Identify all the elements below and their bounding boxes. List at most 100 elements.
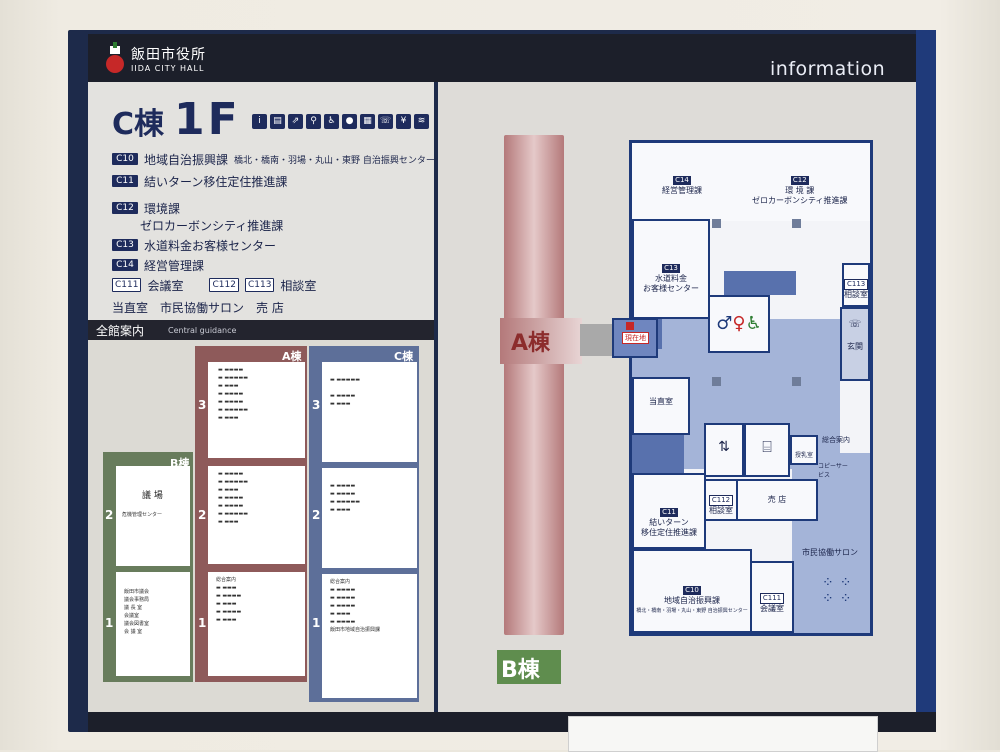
guide-b-item: 議会図書室 bbox=[124, 621, 150, 627]
pillar bbox=[712, 219, 721, 228]
dept-row-c13: C13 水道料金お客様センター bbox=[112, 234, 435, 256]
room-code: C14 bbox=[112, 259, 138, 271]
building-name: C棟 bbox=[112, 107, 165, 142]
stairs-icon: ▤ bbox=[270, 114, 285, 129]
a-building-tab bbox=[500, 318, 582, 364]
dept-row-c12-sub: ゼロカーボンシティ推進課 bbox=[112, 216, 435, 234]
room-name: 経営管理課 bbox=[662, 186, 702, 195]
logo-title: 飯田市役所 bbox=[131, 47, 206, 63]
room-c11: C11 結いターン 移住定住推進課 bbox=[632, 473, 706, 549]
guide-title: 全館案内 bbox=[96, 324, 145, 338]
room-name: 結いターン bbox=[649, 518, 689, 527]
header-bar bbox=[88, 34, 916, 82]
room-code: C113 bbox=[844, 279, 869, 290]
room-name: 相談室 bbox=[280, 278, 317, 293]
room-c113: C113 相談室 bbox=[842, 263, 870, 307]
guide-c-floor2: ▬ ▬▬▬▬▬ ▬▬▬▬▬ ▬▬▬▬▬▬ ▬▬▬ bbox=[322, 468, 417, 568]
room-code: C12 bbox=[112, 202, 138, 214]
logo-subtitle: IIDA CITY HALL bbox=[131, 64, 205, 73]
b-building-label: B棟 bbox=[501, 658, 540, 683]
guide-label-c: C棟 bbox=[394, 350, 414, 363]
room-c112: C112 相談室 bbox=[704, 479, 738, 521]
facility-icons: i ▤ ⇗ ⚲ ♿ ● ▦ ☏ ¥ ≋ bbox=[252, 114, 429, 129]
dept-name: 結いターン移住定住推進課 bbox=[144, 174, 288, 189]
dept-row-c11: C11 結いターン移住定住推進課 bbox=[112, 170, 435, 192]
guide-header-bar bbox=[88, 320, 434, 340]
guide-floor-num: 2 bbox=[105, 508, 114, 522]
misc-shop: 売 店 bbox=[256, 300, 284, 315]
dept-name: ゼロカーボンシティ推進課 bbox=[140, 218, 284, 233]
c-building-floor-plan: C14 経営管理課 C12 環 境 課 ゼロカーボンシティ推進課 C13 水道料… bbox=[629, 140, 873, 636]
dept-row-c14: C14 経営管理課 bbox=[112, 256, 435, 274]
a-building-label: A棟 bbox=[511, 331, 551, 356]
restroom-icon: ⚲ bbox=[306, 114, 321, 129]
phone-icon: ☏ bbox=[378, 114, 393, 129]
dept-name: 経営管理課 bbox=[144, 258, 205, 273]
elevator-lobby bbox=[724, 271, 796, 295]
room-name: 当直室 bbox=[649, 397, 673, 406]
nursing-room-icon: ● bbox=[342, 114, 357, 129]
room-code: C11 bbox=[112, 175, 138, 187]
guide-c-floor3: ▬ ▬▬▬▬▬▬ ▬▬▬▬▬ ▬▬▬ bbox=[322, 362, 417, 462]
room-name: 相談室 bbox=[844, 290, 868, 299]
city-logo-icon bbox=[106, 42, 124, 73]
room-name: 相談室 bbox=[709, 506, 733, 515]
room-c14-c12: C14 経営管理課 C12 環 境 課 ゼロカーボンシティ推進課 bbox=[632, 143, 870, 221]
salon-seating-icon: ⁘⁘⁘⁘ bbox=[822, 575, 858, 607]
guide-b-item: 議 長 室 bbox=[124, 605, 143, 611]
guide-floor-num: 2 bbox=[198, 508, 207, 522]
guide-floor-num: 1 bbox=[105, 616, 114, 630]
room-name: 授乳室 bbox=[794, 452, 813, 459]
info-desk-label: 総合案内 bbox=[822, 436, 850, 444]
wifi-icon: ≋ bbox=[414, 114, 429, 129]
guide-b-floor2: 議 場 危機管理センター bbox=[116, 466, 190, 566]
women-restroom-icon: ♀ bbox=[732, 313, 746, 334]
info-icon: i bbox=[252, 114, 267, 129]
phone-icon: ☏ bbox=[848, 319, 862, 330]
sign-side-strip bbox=[916, 30, 936, 732]
salon-label: 市民協働サロン bbox=[802, 548, 858, 557]
guide-a-floor2: ▬ ▬▬▬▬▬ ▬▬▬▬▬▬ ▬▬▬▬ ▬▬▬▬▬ ▬▬▬▬▬ ▬▬▬▬▬▬ ▬… bbox=[208, 466, 305, 564]
room-name: 環 境 課 bbox=[785, 186, 815, 195]
room-code: C10 bbox=[683, 586, 701, 595]
room-code: C11 bbox=[660, 508, 678, 517]
guide-c-info: 総合案内 bbox=[330, 579, 351, 585]
guide-a-floor1: 総合案内▬ ▬▬▬▬ ▬▬▬▬▬ ▬▬▬▬ ▬▬▬▬▬ ▬▬▬ bbox=[208, 572, 305, 676]
copy-service-icon: ▦ bbox=[360, 114, 375, 129]
copy-service-label: コピーサービス bbox=[818, 463, 848, 479]
room-name: 会議室 bbox=[147, 278, 184, 293]
room-code: C113 bbox=[244, 278, 275, 292]
room-code: C111 bbox=[112, 278, 142, 292]
room-name: 移住定住推進課 bbox=[641, 528, 697, 537]
pillar bbox=[792, 377, 801, 386]
guide-floor-num: 3 bbox=[312, 398, 321, 412]
pillar bbox=[792, 219, 801, 228]
guide-a-info: 総合案内 bbox=[216, 577, 237, 583]
dept-sub: 橋北・橋南・羽場・丸山・東野 自治振興センター bbox=[234, 155, 435, 166]
guide-b-center: 危機管理センター bbox=[122, 512, 163, 518]
misc-duty: 当直室 bbox=[112, 300, 149, 315]
guide-b-floor1: 飯田市議会 議会事務局 議 長 室 会議室 議会図書室 会 議 室 bbox=[116, 572, 190, 676]
accessible-restroom-icon: ♿ bbox=[745, 313, 762, 334]
dept-row-c12: C12 環境課 bbox=[112, 200, 435, 216]
room-code: C13 bbox=[662, 264, 680, 273]
guide-label-a: A棟 bbox=[282, 350, 302, 363]
room-code: C10 bbox=[112, 153, 138, 165]
dept-name: 地域自治振興課 bbox=[144, 152, 229, 167]
room-name: ゼロカーボンシティ推進課 bbox=[752, 196, 848, 205]
a-building-corridor bbox=[504, 135, 564, 635]
guide-floor-num: 1 bbox=[198, 616, 207, 630]
b-building-tab bbox=[497, 650, 561, 684]
guide-floor-num: 3 bbox=[198, 398, 207, 412]
entrance-label: 玄関 bbox=[847, 342, 863, 351]
paper-notice bbox=[568, 716, 878, 752]
misc-row: 当直室 市民協働サロン 売 店 bbox=[112, 296, 435, 318]
guide-b-item: 会 議 室 bbox=[124, 629, 143, 635]
room-code: C111 bbox=[759, 593, 785, 604]
guide-b-item: 議会事務局 bbox=[124, 597, 150, 603]
wheelchair-icon: ♿ bbox=[324, 114, 339, 129]
elevator: ⇅ bbox=[704, 423, 744, 477]
dept-name: 水道料金お客様センター bbox=[144, 238, 277, 253]
elevator-icon: ⇅ bbox=[718, 439, 730, 455]
